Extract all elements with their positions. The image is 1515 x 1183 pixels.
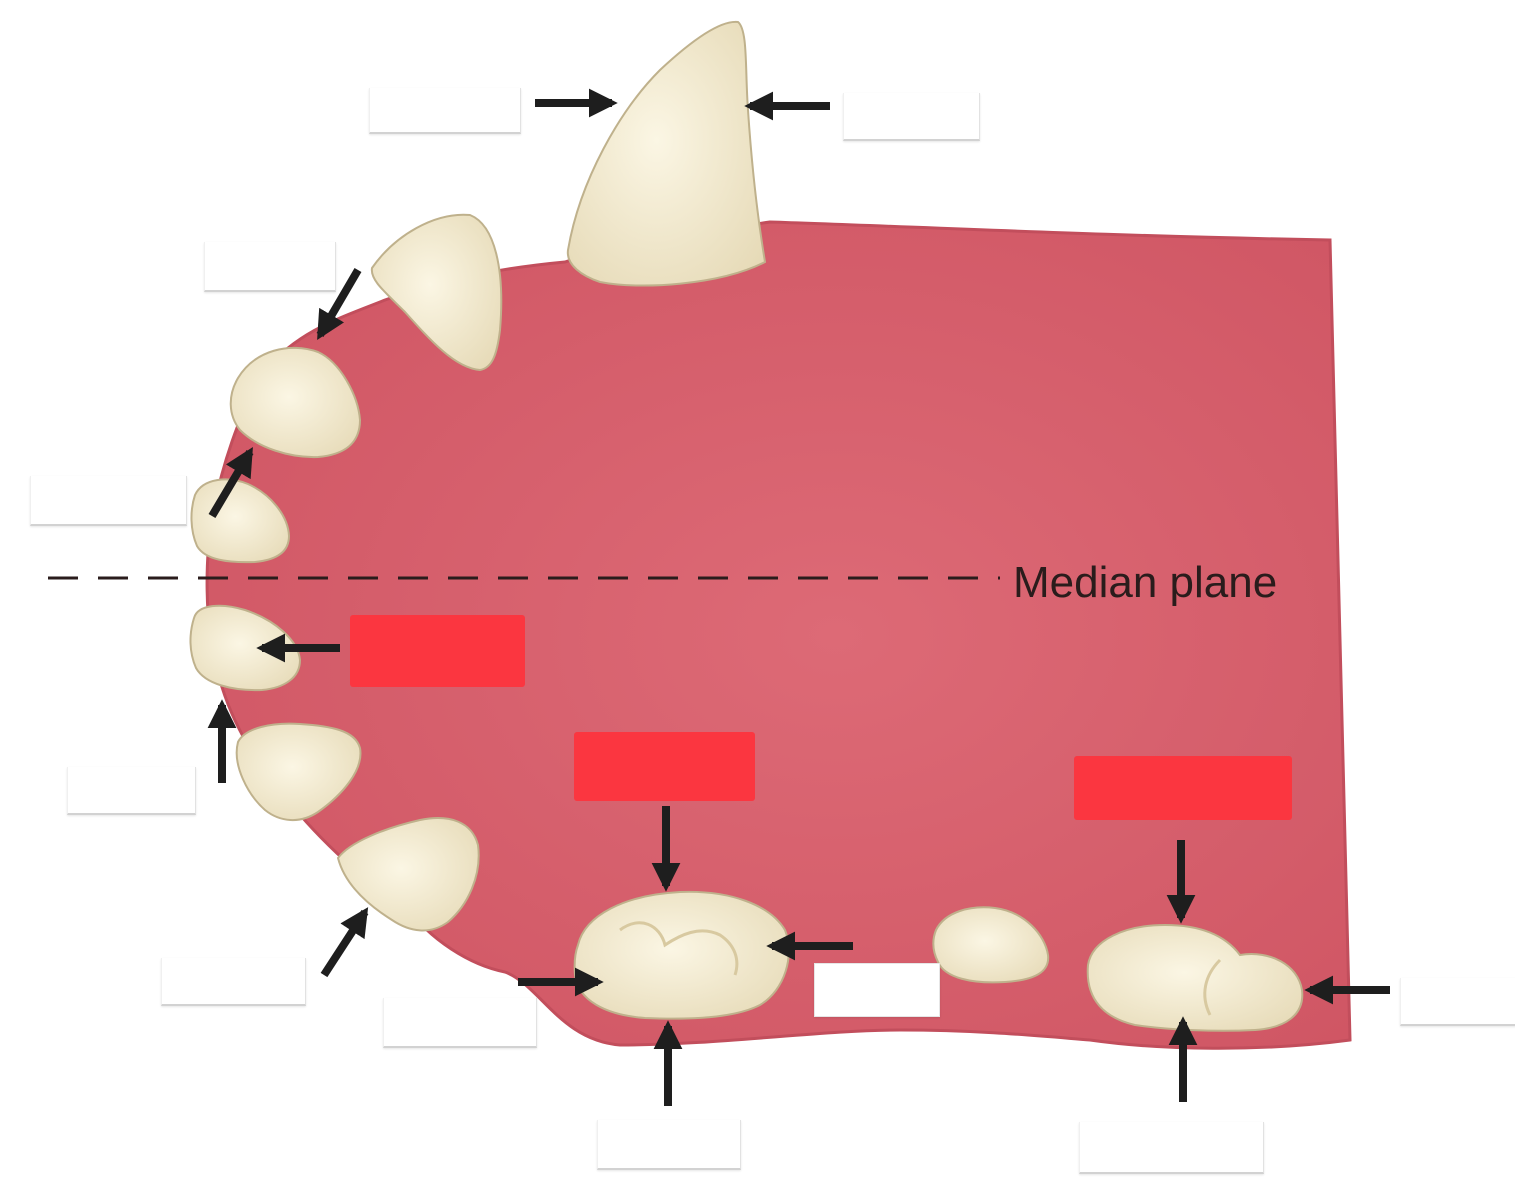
blank-label-11[interactable] <box>1400 978 1515 1026</box>
blank-label-5[interactable] <box>67 767 196 815</box>
blank-label-1[interactable] <box>369 88 521 134</box>
red-label-box-2[interactable] <box>574 732 755 801</box>
upper-incisor-3 <box>370 213 503 372</box>
lower-incisor-3 <box>336 817 480 932</box>
second-molar-cusp <box>1203 958 1222 1016</box>
blank-label-3[interactable] <box>204 242 336 292</box>
small-premolar-tooth <box>932 906 1050 984</box>
first-molar-cusp <box>619 921 739 976</box>
blank-label-8[interactable] <box>814 963 940 1017</box>
median-plane-label: Median plane <box>1013 558 1278 607</box>
blank-label-2[interactable] <box>843 93 980 141</box>
second-molar-tooth <box>1086 923 1304 1032</box>
blank-label-9[interactable] <box>597 1120 741 1170</box>
arrow-upper-incisor-2 <box>316 267 362 340</box>
pointer-arrows <box>207 88 1390 1106</box>
canine-tooth <box>566 20 767 287</box>
lower-incisor-1 <box>189 604 302 692</box>
first-molar-tooth <box>573 890 790 1020</box>
arrow-upper-incisor-1 <box>208 447 254 519</box>
upper-incisor-1 <box>190 478 291 564</box>
arrow-lower-incisor-3 <box>320 907 369 978</box>
upper-incisor-2 <box>229 346 362 459</box>
blank-label-7[interactable] <box>383 998 537 1048</box>
blank-label-6[interactable] <box>161 958 306 1006</box>
lower-incisor-2 <box>235 722 362 821</box>
blank-label-10[interactable] <box>1079 1122 1264 1174</box>
red-label-box-1[interactable] <box>350 615 525 687</box>
blank-label-4[interactable] <box>30 476 187 526</box>
red-label-box-3[interactable] <box>1074 756 1292 820</box>
